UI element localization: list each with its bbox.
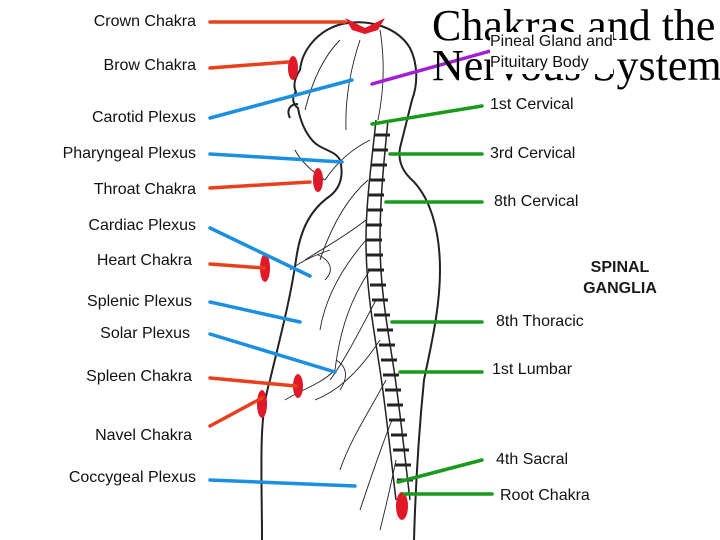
- pineal-callout-line-1: Pineal Gland and: [490, 33, 613, 50]
- label-8th-cervical: 8th Cervical: [494, 193, 579, 210]
- solar-pointer: [208, 332, 337, 374]
- spinal-ganglia-line-1: SPINAL: [590, 259, 650, 276]
- throat-pointer: [208, 180, 312, 190]
- navel-chakra-shape: [257, 390, 267, 418]
- chakra-shapes: [257, 18, 408, 520]
- label-carotid-plexus: Carotid Plexus: [91, 109, 196, 126]
- label-solar-plexus: Solar Plexus: [100, 325, 190, 342]
- root-chakra-shape: [396, 492, 408, 520]
- pineal-callout: Pineal Gland and Pituitary Body: [490, 32, 613, 74]
- pineal-pointer: [370, 48, 496, 86]
- brow-chakra-shape: [288, 56, 298, 80]
- splenic-pointer: [208, 300, 302, 324]
- carotid-pointer: [208, 78, 354, 120]
- pineal-callout-line-2: Pituitary Body: [490, 53, 589, 71]
- label-splenic-plexus: Splenic Plexus: [87, 293, 192, 310]
- s4-pointer: [396, 458, 484, 484]
- label-1st-cervical: 1st Cervical: [490, 96, 574, 113]
- coccygeal-pointer: [208, 478, 357, 488]
- label-root-chakra: Root Chakra: [500, 487, 590, 504]
- pointer-lines: [208, 20, 496, 496]
- label-4th-sacral: 4th Sacral: [496, 451, 569, 468]
- pharyngeal-pointer: [208, 152, 344, 164]
- c1-pointer: [370, 104, 484, 126]
- label-navel-chakra: Navel Chakra: [95, 427, 192, 444]
- label-brow-chakra: Brow Chakra: [103, 57, 196, 74]
- cardiac-pointer: [208, 226, 312, 278]
- vertebrae: [366, 133, 413, 482]
- spinal-column: [365, 119, 413, 501]
- label-heart-chakra: Heart Chakra: [96, 252, 192, 269]
- spinal-ganglia-line-2: GANGLIA: [583, 279, 657, 297]
- label-crown-chakra: Crown Chakra: [93, 13, 196, 30]
- throat-chakra-shape: [313, 168, 323, 192]
- crown-chakra-shape: [345, 18, 385, 34]
- label-cardiac-plexus: Cardiac Plexus: [88, 217, 196, 234]
- label-pharyngeal-plexus: Pharyngeal Plexus: [62, 145, 196, 162]
- label-8th-thoracic: 8th Thoracic: [496, 313, 584, 330]
- nerve-network: [284, 29, 397, 531]
- navel-pointer: [208, 396, 264, 428]
- label-spleen-chakra: Spleen Chakra: [86, 368, 192, 385]
- label-coccygeal-plexus: Coccygeal Plexus: [68, 469, 196, 486]
- label-throat-chakra: Throat Chakra: [93, 181, 196, 198]
- label-3rd-cervical: 3rd Cervical: [490, 145, 576, 162]
- spleen-pointer: [208, 376, 298, 388]
- brow-pointer: [208, 60, 290, 70]
- heart-pointer: [208, 262, 266, 270]
- label-1st-lumbar: 1st Lumbar: [492, 361, 573, 378]
- spleen-chakra-shape: [293, 374, 303, 398]
- spinal-ganglia-label: SPINAL GANGLIA: [560, 258, 680, 300]
- body-silhouette: [260, 21, 442, 540]
